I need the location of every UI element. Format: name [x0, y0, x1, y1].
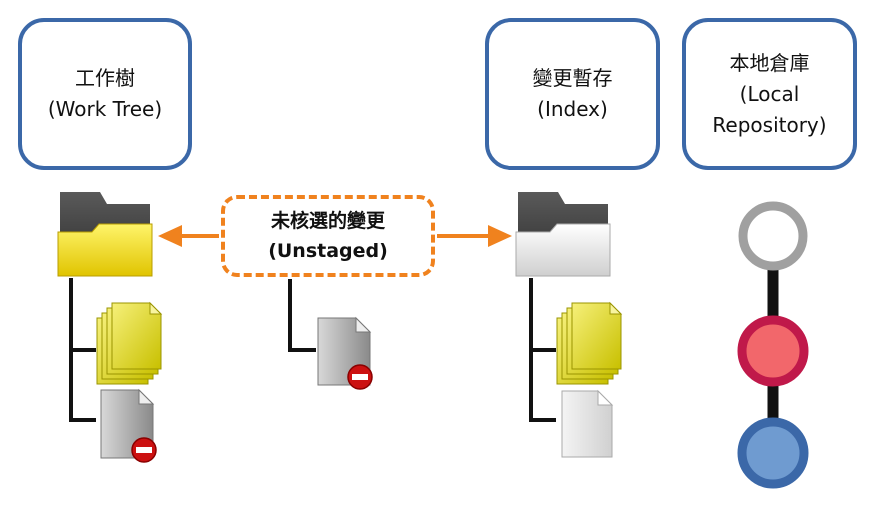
unstaged-callout: 未核選的變更 (Unstaged) — [221, 195, 435, 277]
local-repository-line3: Repository) — [712, 112, 827, 137]
work-tree-subtitle: (Work Tree) — [47, 97, 163, 121]
index-title: 變更暫存 — [532, 66, 613, 90]
index-box: 變更暫存 (Index) — [485, 18, 660, 170]
index-folder-icon — [515, 192, 611, 277]
removed-badge-icon — [131, 437, 157, 463]
commit-node-bottom — [737, 417, 809, 489]
staged-files-stack-icon — [556, 301, 623, 385]
unstaged-connector — [288, 279, 316, 352]
unstaged-subtitle: (Unstaged) — [268, 240, 388, 262]
new-file-icon — [561, 389, 614, 458]
local-repository-title: 本地倉庫 — [729, 50, 810, 75]
index-subtitle: (Index) — [537, 97, 608, 121]
unstaged-title: 未核選的變更 — [270, 210, 385, 232]
unstaged-removed-badge-icon — [347, 364, 373, 390]
work-tree-title: 工作樹 — [75, 66, 135, 90]
local-repository-line2: (Local — [739, 81, 800, 106]
work-tree-folder-icon — [57, 192, 153, 277]
index-connector — [529, 278, 556, 422]
commit-node-top — [738, 201, 808, 271]
local-repository-box: 本地倉庫 (Local Repository) — [682, 18, 857, 170]
modified-files-stack-icon — [96, 301, 163, 385]
work-tree-box: 工作樹 (Work Tree) — [18, 18, 192, 170]
arrow-to-work-tree — [158, 225, 219, 247]
work-tree-connector — [69, 278, 96, 422]
commit-node-middle — [737, 315, 809, 387]
arrow-to-index — [437, 225, 512, 247]
